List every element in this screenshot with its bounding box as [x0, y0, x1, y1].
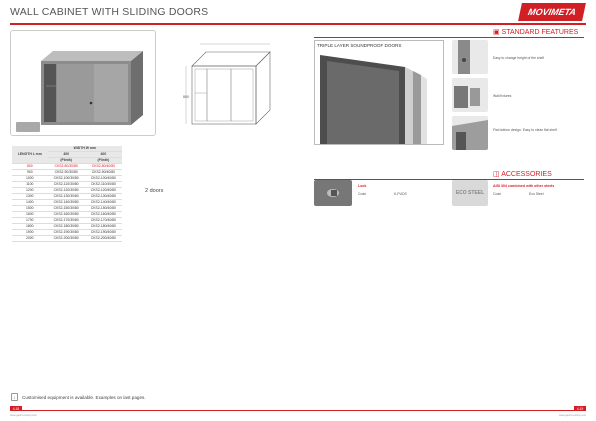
soundproof-label: TRIPLE LAYER SOUNDPROOF DOORS — [317, 43, 402, 48]
width-header: WIDTH W mm — [47, 146, 122, 152]
table-cell: CKS2-150/30/80 — [47, 205, 85, 212]
table-cell: CKS2-100/30/80 — [47, 175, 85, 182]
table-cell: CKS2-150/40/80 — [84, 205, 122, 212]
brand-logo: MOVIMETA — [518, 3, 586, 21]
feature-shelf-image — [452, 40, 488, 74]
table-cell: CKS2-180/30/80 — [47, 223, 85, 230]
dimension-label: 800 — [183, 95, 189, 99]
doors-label: 2 doors — [145, 188, 164, 194]
width-col-2: 400 — [84, 151, 122, 158]
table-cell: CKS2-100/40/80 — [84, 175, 122, 182]
table-cell: CKS2-120/40/80 — [84, 187, 122, 194]
accessory-name-1: Lock — [358, 184, 367, 188]
table-cell: CKS2-110/40/80 — [84, 181, 122, 188]
table-cell: CKS2-200/40/80 — [84, 235, 122, 242]
standard-features-title: ▣ STANDARD FEATURES — [493, 29, 579, 36]
accessory-code-1: K-PUDS — [394, 192, 407, 196]
table-cell: CKS2-90/30/80 — [47, 169, 85, 176]
cabinet-photo — [41, 51, 143, 125]
page-number-right: 4.19 — [574, 406, 586, 411]
table-cell: CKS2-130/40/80 — [84, 193, 122, 200]
table-cell: CKS2-140/40/80 — [84, 199, 122, 206]
footer-text-right: www.gastro-eshop.com — [559, 414, 586, 417]
page-number-left: 4.18 — [10, 406, 22, 411]
table-cell: CKS2-120/30/80 — [47, 187, 85, 194]
table-cell: 1000 — [12, 175, 48, 182]
accessory-code-label-1: Code — [358, 192, 367, 196]
table-cell: 1600 — [12, 211, 48, 218]
table-cell: 1800 — [12, 223, 48, 230]
table-cell: CKS2-170/30/80 — [47, 217, 85, 224]
table-cell: 1100 — [12, 181, 48, 188]
length-header: LENGTH L mm — [12, 146, 48, 164]
table-cell: CKS2-80/40/80 — [84, 163, 122, 170]
table-cell: CKS2-200/30/80 — [47, 235, 85, 242]
table-cell: 1300 — [12, 193, 48, 200]
page-title: WALL CABINET WITH SLIDING DOORS — [10, 6, 209, 18]
table-cell: CKS2-160/40/80 — [84, 211, 122, 218]
table-cell: CKS2-170/40/80 — [84, 217, 122, 224]
footer-rule — [10, 410, 586, 411]
accessories-title: ◫ ACCESSORIES — [493, 171, 552, 178]
table-cell: 1700 — [12, 217, 48, 224]
header-rule — [10, 23, 586, 25]
accessory-code-label-2: Code — [493, 192, 502, 196]
product-badge — [16, 122, 40, 132]
feature-text-3: Flat bottom design. Easy to clean flat s… — [493, 128, 557, 132]
feature-wall-image — [452, 78, 488, 112]
table-cell: 1500 — [12, 205, 48, 212]
specs-table: LENGTH L mm WIDTH W mm 400 400 (Plinth) … — [12, 146, 122, 242]
accessory-name-2: AISI 304 combined with other steels — [493, 184, 555, 188]
table-cell: CKS2-160/30/80 — [47, 211, 85, 218]
eco-steel-image: ECO STEEL — [452, 180, 488, 206]
soundproof-image — [314, 40, 444, 145]
feature-text-2: Wall fixtures — [493, 94, 512, 98]
table-cell: CKS2-130/30/80 — [47, 193, 85, 200]
table-cell: CKS2-190/30/80 — [47, 229, 85, 236]
table-cell: 1400 — [12, 199, 48, 206]
footer-text-left: www.gastro-eshop.com — [10, 414, 37, 417]
table-cell: 2000 — [12, 235, 48, 242]
table-cell: 900 — [12, 169, 48, 176]
feature-text-1: Easy to change height of the shelf — [493, 56, 545, 60]
accessory-code-2: Eco Steel — [529, 192, 544, 196]
table-cell: 1200 — [12, 187, 48, 194]
table-cell: 800 — [12, 163, 48, 170]
table-cell: CKS2-140/30/80 — [47, 199, 85, 206]
width-col-1: 400 — [47, 151, 85, 158]
table-cell: CKS2-110/30/80 — [47, 181, 85, 188]
table-cell: CKS2-180/40/80 — [84, 223, 122, 230]
feature-bottom-image — [452, 116, 488, 150]
product-photo-frame — [10, 30, 156, 136]
table-cell: CKS2-80/30/80 — [47, 163, 85, 170]
custom-note: Customised equipment is available. Examp… — [22, 395, 146, 400]
lock-image — [314, 180, 352, 206]
custom-icon: i — [11, 393, 18, 401]
table-cell: CKS2-90/40/80 — [84, 169, 122, 176]
accessories-rule — [314, 179, 584, 180]
standard-features-rule — [314, 37, 584, 38]
technical-drawing: 800 — [183, 43, 271, 125]
table-cell: CKS2-190/40/80 — [84, 229, 122, 236]
table-cell: 1900 — [12, 229, 48, 236]
